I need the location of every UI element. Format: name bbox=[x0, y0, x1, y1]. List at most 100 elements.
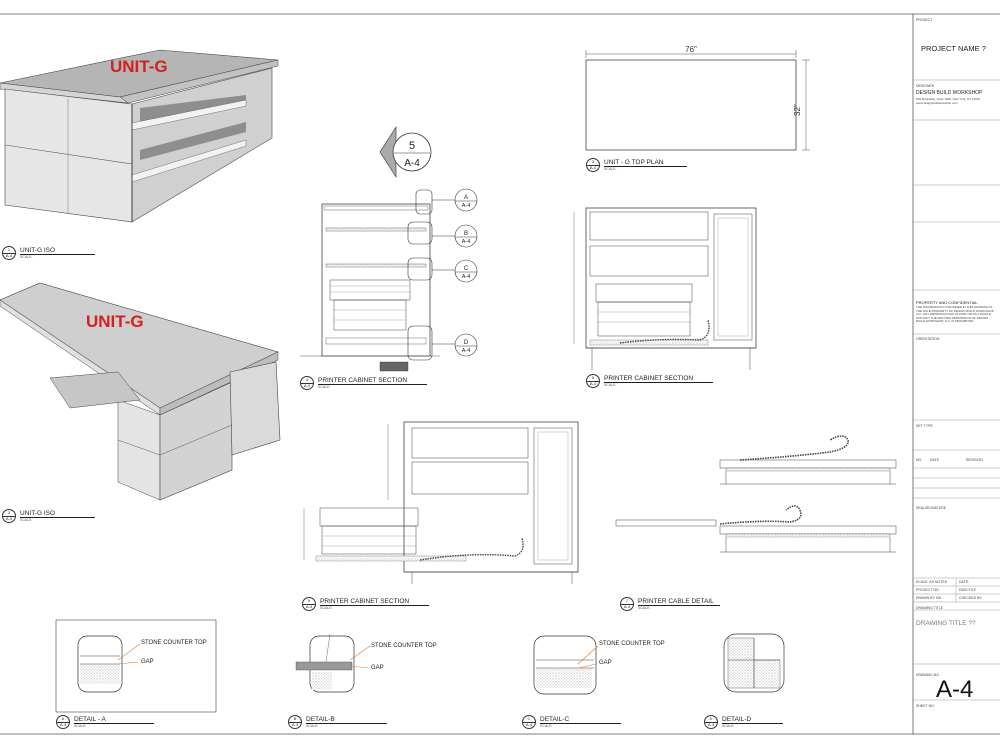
iso1-circle-num: 1 bbox=[3, 248, 15, 254]
section6-title: PRINTER CABINET SECTION bbox=[320, 598, 430, 606]
detail-c-scale: SCALE: bbox=[540, 723, 553, 728]
section5-circle-sheet: A-4 bbox=[589, 381, 597, 386]
date-label: DATE: bbox=[959, 580, 970, 584]
callout-d-letter: D bbox=[464, 340, 469, 346]
section4-title: PRINTER CABINET SECTION bbox=[318, 377, 428, 385]
section5-circle-num: 5 bbox=[587, 376, 599, 382]
section6-circle-num: 5 bbox=[303, 599, 315, 605]
section7-circle-sheet: A-4 bbox=[623, 604, 631, 609]
detail-b-circle-sheet: A-4 bbox=[291, 722, 299, 727]
top-plan-circle-num: 3 bbox=[587, 160, 599, 166]
section-marker bbox=[379, 125, 432, 179]
set-type-label: SET TYPE bbox=[916, 424, 933, 428]
detail-c-drawing bbox=[533, 635, 599, 695]
project-no-value: DWG FILE bbox=[959, 588, 976, 592]
designer-address: 299 Broadway, Suite 1000, New York, NY 1… bbox=[916, 97, 981, 101]
iso1-circle-sheet: A-4 bbox=[5, 253, 13, 258]
project-name: PROJECT NAME ? bbox=[921, 44, 986, 53]
section6-scale: SCALE: bbox=[320, 605, 333, 610]
top-plan-title: UNIT - G TOP PLAN bbox=[604, 159, 688, 167]
callout-a-sheet: A-4 bbox=[462, 203, 471, 209]
printer-cable-detail bbox=[615, 435, 897, 553]
detail-b-note-gap: GAP bbox=[371, 665, 384, 671]
drawing-title: DRAWING TITLE ?? bbox=[916, 620, 976, 627]
printer-cabinet-section-5 bbox=[573, 207, 757, 370]
detail-a-note-gap: GAP bbox=[141, 659, 154, 665]
detail-c-circle-letter: C bbox=[523, 717, 535, 723]
drawn-by-value: DB bbox=[936, 596, 941, 600]
iso1-title: UNIT-G ISO bbox=[20, 247, 96, 255]
sheet-no-label: SHEET NO. bbox=[916, 704, 935, 708]
project-label: PROJECT bbox=[916, 18, 933, 22]
section6-circle-sheet: A-4 bbox=[305, 604, 313, 609]
property-title: PROPERTY AND CONFIDENTIAL bbox=[916, 300, 978, 305]
section7-scale: SCALE: bbox=[638, 605, 651, 610]
drawing-title-label: DRAWING TITLE bbox=[916, 606, 944, 610]
iso1-tag: UNIT-G bbox=[110, 57, 168, 76]
top-plan-circle-sheet: A-4 bbox=[589, 165, 597, 170]
iso2-tag: UNIT-G bbox=[86, 312, 144, 331]
top-plan-width-dim: 76" bbox=[685, 45, 697, 54]
revision-date-header: DATE bbox=[930, 458, 940, 462]
printer-cabinet-section-4 bbox=[300, 189, 456, 372]
detail-c-circle-sheet: A-4 bbox=[525, 722, 533, 727]
detail-b-scale: SCALE: bbox=[306, 723, 319, 728]
detail-callout-circles bbox=[454, 188, 478, 357]
callout-a-letter: A bbox=[464, 195, 468, 201]
detail-a-note-counter: STONE COUNTER TOP bbox=[141, 640, 207, 646]
section7-circle-num: 7 bbox=[621, 599, 633, 605]
detail-d-circle-letter: D bbox=[705, 717, 717, 723]
top-plan-scale: SCALE: bbox=[604, 166, 617, 171]
callout-d-sheet: A-4 bbox=[462, 348, 471, 354]
detail-a-circle-letter: A bbox=[57, 717, 69, 723]
detail-c-note-gap: GAP bbox=[599, 660, 612, 666]
iso-view-1 bbox=[0, 49, 279, 223]
section-marker-number: 5 bbox=[409, 140, 415, 152]
detail-b-title: DETAIL-B bbox=[306, 716, 387, 724]
section4-scale: SCALE: bbox=[318, 384, 331, 389]
detail-b-circle-letter: B bbox=[289, 717, 301, 723]
detail-a-title: DETAIL - A bbox=[74, 716, 154, 724]
revision-no-header: NO. bbox=[916, 458, 923, 462]
section-marker-sheet: A-4 bbox=[404, 158, 420, 169]
top-plan-drawing bbox=[585, 50, 810, 151]
detail-d-title: DETAIL-D bbox=[722, 716, 784, 724]
section7-title: PRINTER CABLE DETAIL bbox=[638, 598, 720, 606]
title-block-grid bbox=[913, 79, 1000, 701]
designer-name: DESIGN BUILD WORKSHOP bbox=[916, 90, 983, 96]
property-text: THE INFORMATION CONTAINED IN THIS DRAWIN… bbox=[916, 305, 995, 324]
callout-c-sheet: A-4 bbox=[462, 274, 471, 280]
drawn-by-label: DRAWN BY: bbox=[916, 596, 936, 600]
callout-b-letter: B bbox=[464, 231, 468, 237]
designer-website: www.designbuildworkshop.com bbox=[916, 101, 958, 105]
iso-view-2 bbox=[0, 282, 281, 501]
detail-a-circle-sheet: A-4 bbox=[59, 722, 67, 727]
detail-b-drawing bbox=[295, 633, 371, 693]
checked-by-label: CHECKED BY: bbox=[959, 596, 983, 600]
section5-title: PRINTER CABINET SECTION bbox=[604, 375, 714, 383]
detail-c-title: DETAIL-C bbox=[540, 716, 622, 724]
detail-a-drawing bbox=[55, 619, 217, 713]
drawing-no-label: DRAWING NO. bbox=[916, 673, 940, 677]
project-no-label: PROJECT NO: bbox=[916, 588, 940, 592]
